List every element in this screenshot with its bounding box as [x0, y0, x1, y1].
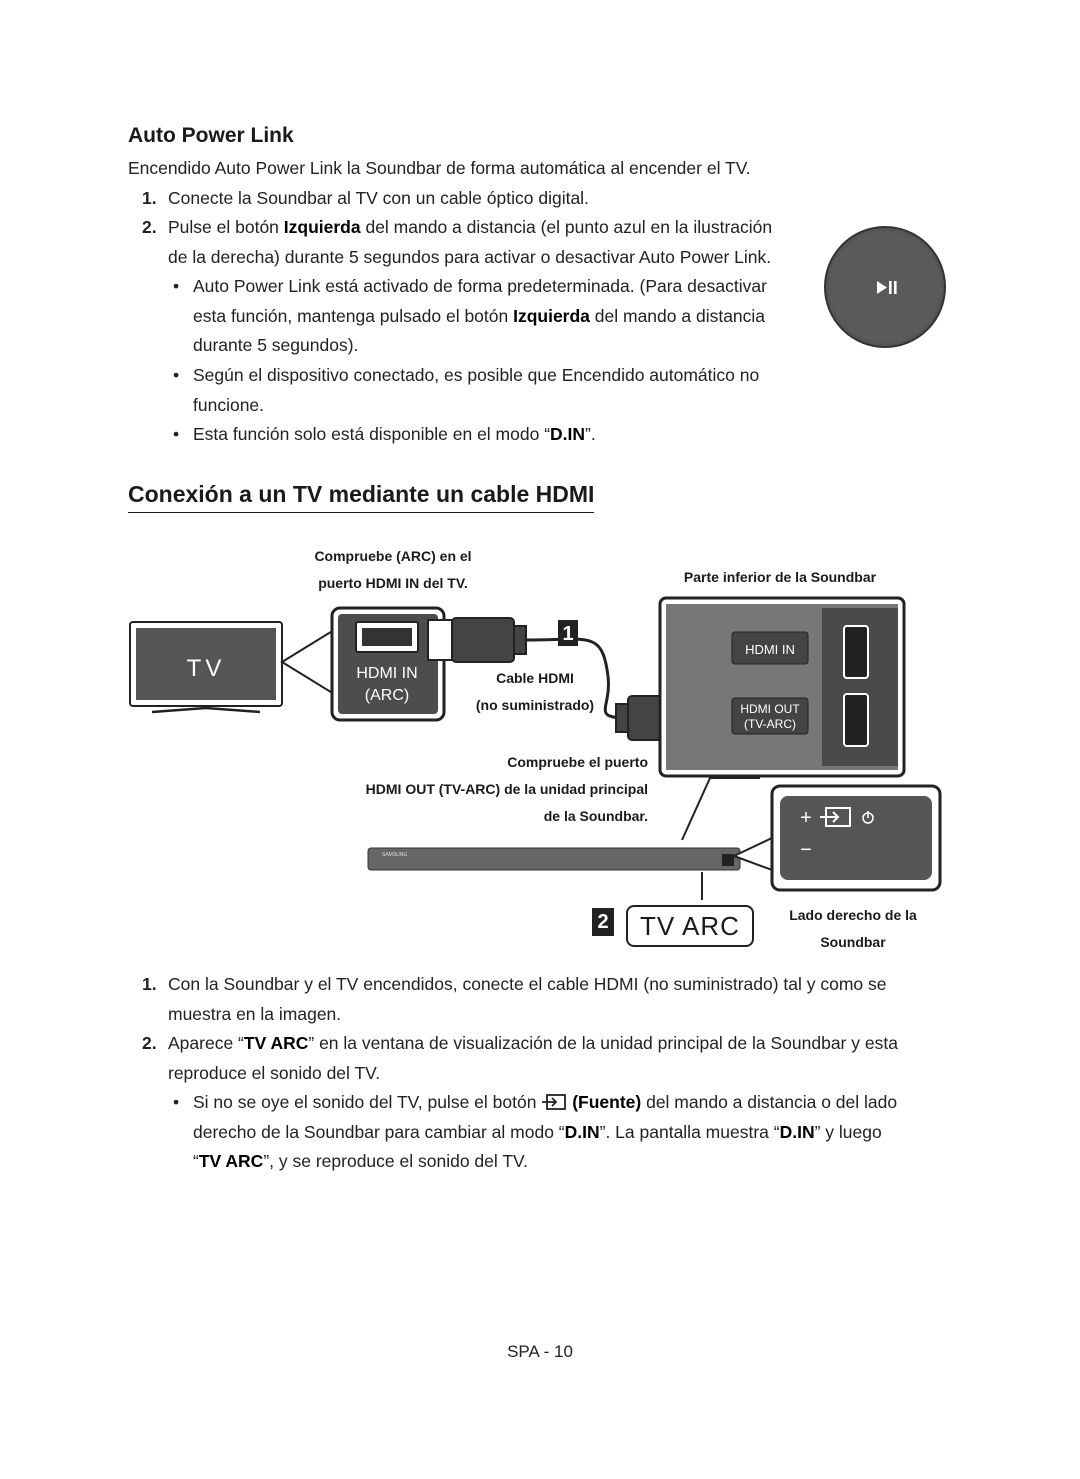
step-text: Conecte la Soundbar al TV con un cable ó… [168, 188, 589, 208]
step-text-line-1: Pulse el botón Izquierda del mando a dis… [168, 217, 773, 237]
tv-label: TV [187, 655, 226, 682]
svg-text:SAMSUNG: SAMSUNG [382, 852, 407, 858]
section-title-hdmi: Conexión a un TV mediante un cable HDMI [128, 481, 595, 513]
remote-control-illustration [824, 226, 946, 348]
hdmi-step-2: 2. Aparece “TV ARC” en la ventana de vis… [142, 1033, 898, 1083]
step-2-badge: 2 [592, 908, 614, 936]
volume-up-icon: + [800, 807, 812, 829]
soundbar-illustration: SAMSUNG [367, 847, 741, 871]
tv-arc-display [701, 872, 703, 900]
source-icon [542, 1094, 567, 1110]
hdmi-cable-label: Cable HDMI (no suministrado) [475, 670, 595, 713]
soundbar-bottom-label: Parte inferior de la Soundbar [683, 569, 877, 585]
auto-power-link-bullet-1: Auto Power Link está activado de forma p… [173, 272, 793, 361]
svg-text:(ARC): (ARC) [365, 687, 409, 704]
port-hdmi-out: HDMI OUT [740, 702, 800, 716]
tv-hdmi-port-panel: HDMI IN (ARC) [330, 606, 446, 722]
tv-arc-text: TV ARC [626, 905, 754, 947]
side-label: Lado derecho de la Soundbar [789, 907, 917, 950]
auto-power-link-step-2: 2. Pulse el botón Izquierda del mando a … [128, 213, 808, 273]
hdmi-step-1: 1. Con la Soundbar y el TV encendidos, c… [142, 974, 887, 1024]
step-number: 1. [142, 188, 157, 208]
hdmi-bullet: Si no se oye el sonido del TV, pulse el … [173, 1088, 913, 1177]
svg-text:1: 1 [562, 623, 573, 645]
auto-power-link-intro: Encendido Auto Power Link la Soundbar de… [128, 158, 751, 178]
step-text-line-2: de la derecha) durante 5 segundos para a… [168, 246, 772, 267]
power-icon [862, 811, 874, 824]
hdmi-cable-connector-tv [427, 617, 610, 677]
hdmi-connection-diagram: TV HDMI IN (ARC) 1 HDMI IN HDMI OU [129, 596, 942, 900]
check-hdmi-out-label: Compruebe el puerto HDMI OUT (TV-ARC) de… [365, 754, 648, 824]
auto-power-link-bullet-2: Según el dispositivo conectado, es posib… [173, 361, 793, 420]
auto-power-link-bullet-3: Esta función solo está disponible en el … [173, 420, 596, 450]
section-title-auto-power-link: Auto Power Link [128, 124, 294, 147]
hdmi-in-arc-label: HDMI IN [356, 665, 417, 682]
tv-illustration: TV [129, 621, 283, 714]
check-arc-label: Compruebe (ARC) en el puerto HDMI IN del… [314, 548, 472, 591]
source-icon [820, 807, 851, 827]
soundbar-side-panel: + − [770, 784, 942, 892]
volume-down-icon: − [800, 839, 812, 861]
soundbar-bottom-panel: HDMI IN HDMI OUT (TV-ARC) [658, 596, 906, 778]
port-hdmi-in: HDMI IN [745, 642, 795, 657]
step-1-badge: 1 [558, 620, 578, 646]
page-number: SPA - 10 [507, 1342, 573, 1361]
step-number: 2. [142, 217, 157, 237]
svg-text:(TV-ARC): (TV-ARC) [744, 717, 796, 731]
play-pause-icon [877, 281, 897, 294]
